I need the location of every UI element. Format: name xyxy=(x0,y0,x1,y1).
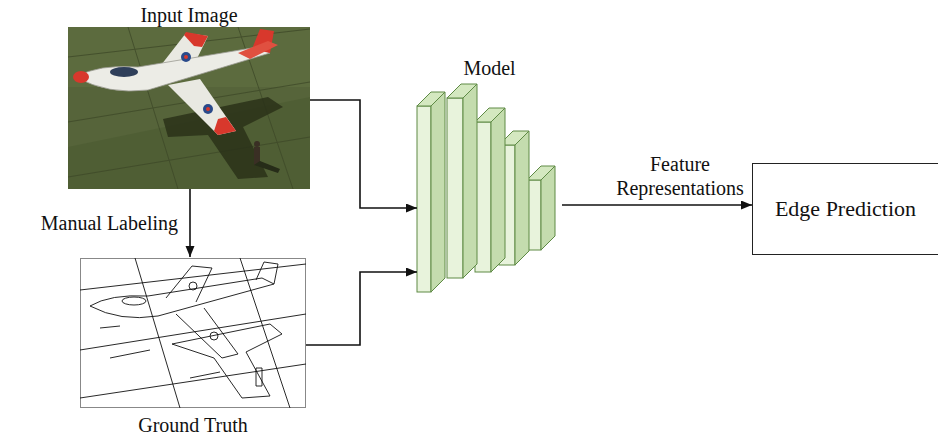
figure-node: Ground Truth xyxy=(80,257,306,437)
edge-label: Feature Representations xyxy=(595,152,765,200)
arrow-connector xyxy=(310,100,417,208)
cnn-layers xyxy=(417,84,555,292)
edge-label: Manual Labeling xyxy=(41,211,178,235)
arrow-connector xyxy=(306,272,417,345)
box-label: Edge Prediction xyxy=(775,197,916,221)
airplane-photo xyxy=(68,27,310,189)
edge-map xyxy=(80,258,306,408)
figure-node: Model xyxy=(417,56,562,300)
figure-heading: Ground Truth xyxy=(60,413,326,437)
figure-heading: Input Image xyxy=(48,3,330,27)
arrow-connector xyxy=(562,204,752,206)
arrow-connector xyxy=(189,189,191,257)
figure-heading: Model xyxy=(397,56,582,80)
process-box: Edge Prediction xyxy=(752,163,938,255)
figure-node: Input Image xyxy=(68,3,310,189)
